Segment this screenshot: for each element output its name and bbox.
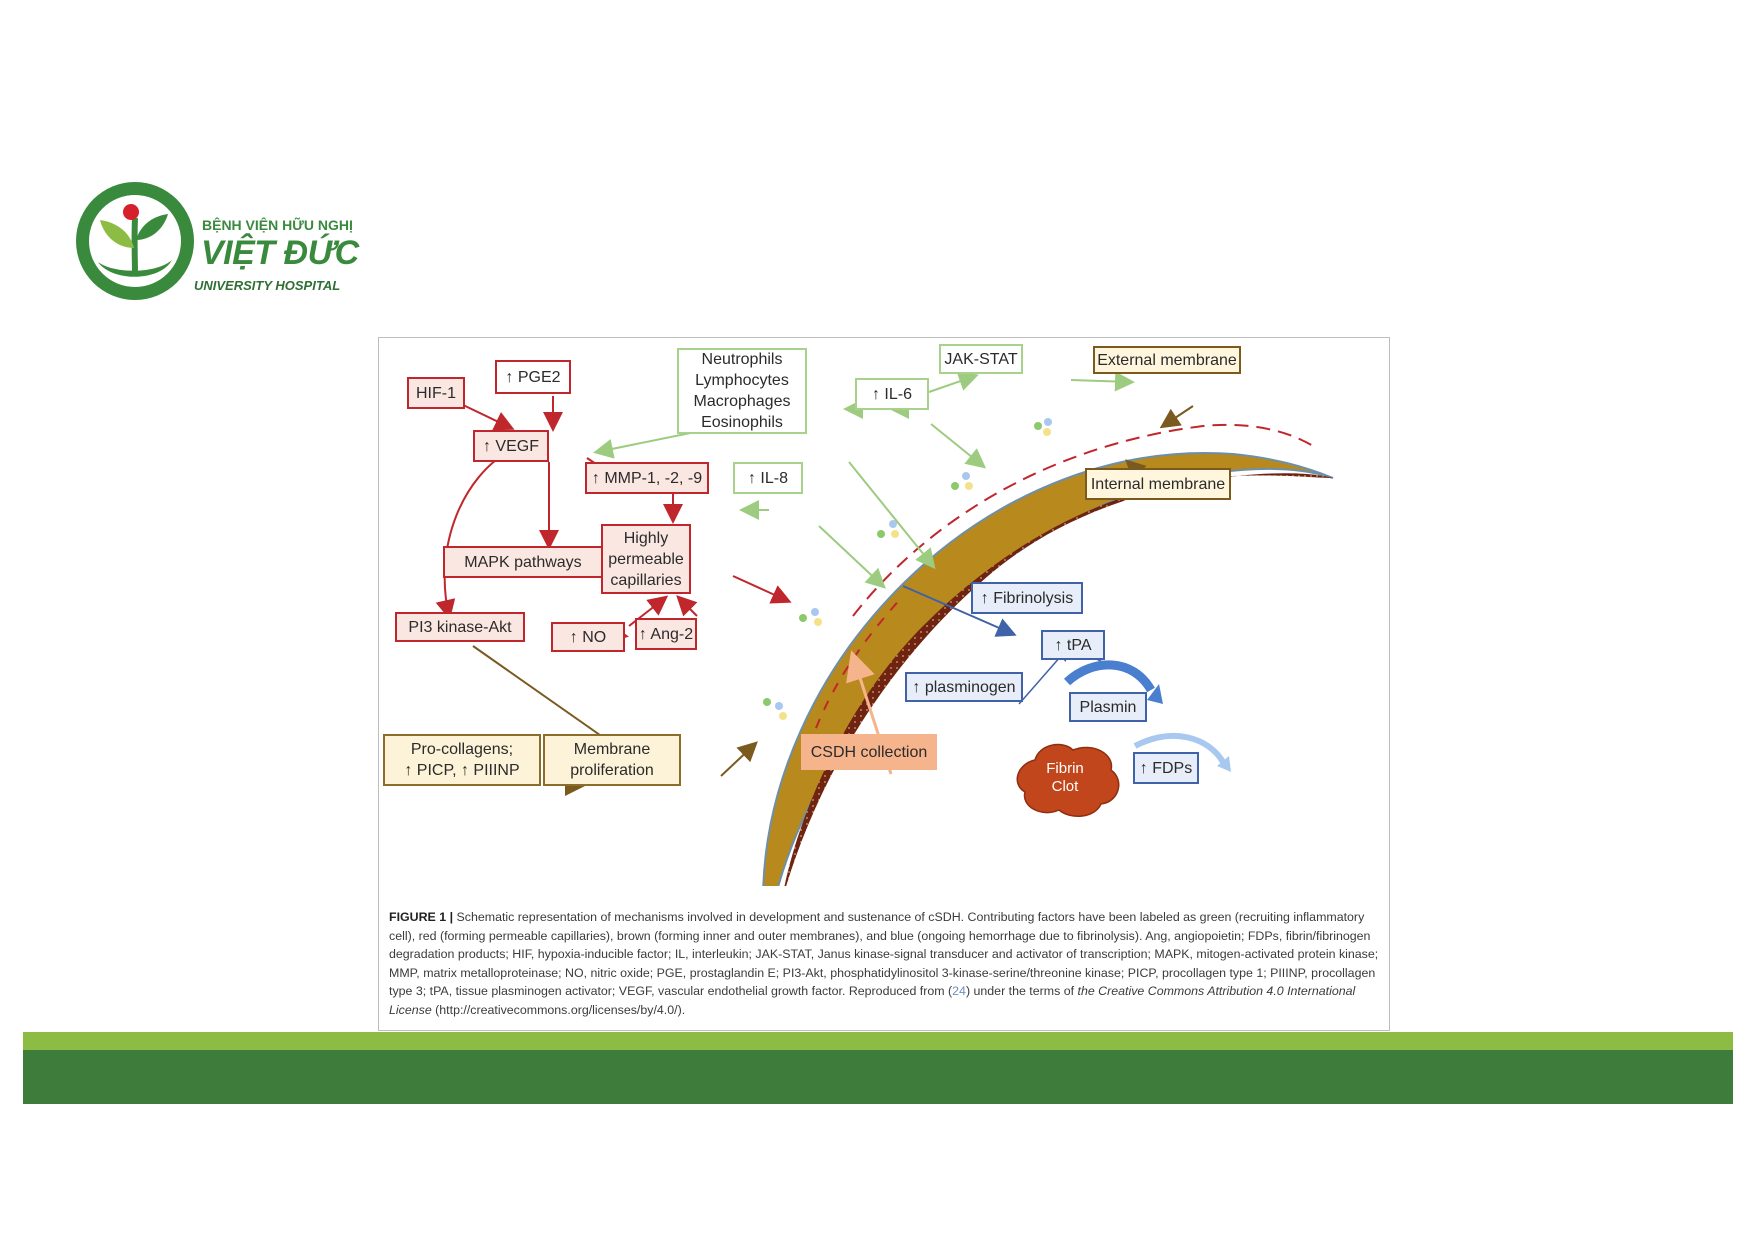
node-pi3k: PI3 kinase-Akt (395, 612, 525, 642)
csdh-mechanism-diagram: HIF-1 ↑ PGE2 ↑ VEGF ↑ MMP-1, -2, -9 MAPK… (379, 338, 1389, 886)
logo-line-2: VIỆT ĐỨC (201, 234, 359, 272)
caption-reference-link[interactable]: 24 (952, 984, 966, 999)
node-internal-membrane: Internal membrane (1085, 468, 1231, 500)
node-il8: ↑ IL-8 (733, 462, 803, 494)
outer-membrane-shape (762, 452, 1334, 886)
node-hif1: HIF-1 (407, 377, 465, 409)
footer-bar-dark (23, 1050, 1733, 1104)
hospital-emblem-icon (76, 182, 194, 300)
node-external-membrane: External membrane (1093, 346, 1241, 374)
node-ang2: ↑ Ang-2 (635, 618, 697, 650)
node-fibrin-clot: Fibrin Clot (1046, 760, 1084, 795)
figure-panel: HIF-1 ↑ PGE2 ↑ VEGF ↑ MMP-1, -2, -9 MAPK… (378, 337, 1390, 1031)
node-jakstat: JAK-STAT (939, 344, 1023, 374)
figure-caption: FIGURE 1 | Schematic representation of m… (389, 908, 1379, 1020)
caption-text-3: (http://creativecommons.org/licenses/by/… (431, 1002, 686, 1017)
diagram-canvas (435, 371, 1334, 886)
caption-text-1: Schematic representation of mechanisms i… (389, 910, 1379, 999)
node-csdh-collection: CSDH collection (801, 734, 937, 770)
node-pge2: ↑ PGE2 (495, 360, 571, 394)
node-tpa: ↑ tPA (1041, 630, 1105, 660)
node-il6: ↑ IL-6 (855, 378, 929, 410)
node-plasmin: Plasmin (1069, 692, 1147, 722)
node-capillaries: Highly permeable capillaries (601, 524, 691, 594)
caption-license: the Creative Commons Attribution 4.0 Int… (389, 984, 1356, 1017)
inflammatory-cells (763, 418, 1052, 720)
hospital-logo: BỆNH VIỆN HỮU NGHỊ VIỆT ĐỨC UNIVERSITY H… (72, 178, 372, 304)
node-fibrinolysis: ↑ Fibrinolysis (971, 582, 1083, 614)
node-inflammatory-cells: Neutrophils Lymphocytes Macrophages Eosi… (677, 348, 807, 434)
fibrin-clot-shape (1016, 743, 1120, 817)
node-mapk: MAPK pathways (443, 546, 603, 578)
node-membrane-proliferation: Membrane proliferation (543, 734, 681, 786)
caption-text-2: ) under the terms of (965, 984, 1078, 999)
logo-line-1: BỆNH VIỆN HỮU NGHỊ (202, 217, 353, 233)
node-plasminogen: ↑ plasminogen (905, 672, 1023, 702)
node-procollagens: Pro-collagens; ↑ PICP, ↑ PIIINP (383, 734, 541, 786)
node-mmp: ↑ MMP-1, -2, -9 (585, 462, 709, 494)
logo-line-3: UNIVERSITY HOSPITAL (194, 278, 341, 293)
node-fdps: ↑ FDPs (1133, 752, 1199, 784)
caption-label: FIGURE 1 | (389, 910, 454, 924)
node-vegf: ↑ VEGF (473, 430, 549, 462)
node-no: ↑ NO (551, 622, 625, 652)
footer-bar-light (23, 1032, 1733, 1050)
